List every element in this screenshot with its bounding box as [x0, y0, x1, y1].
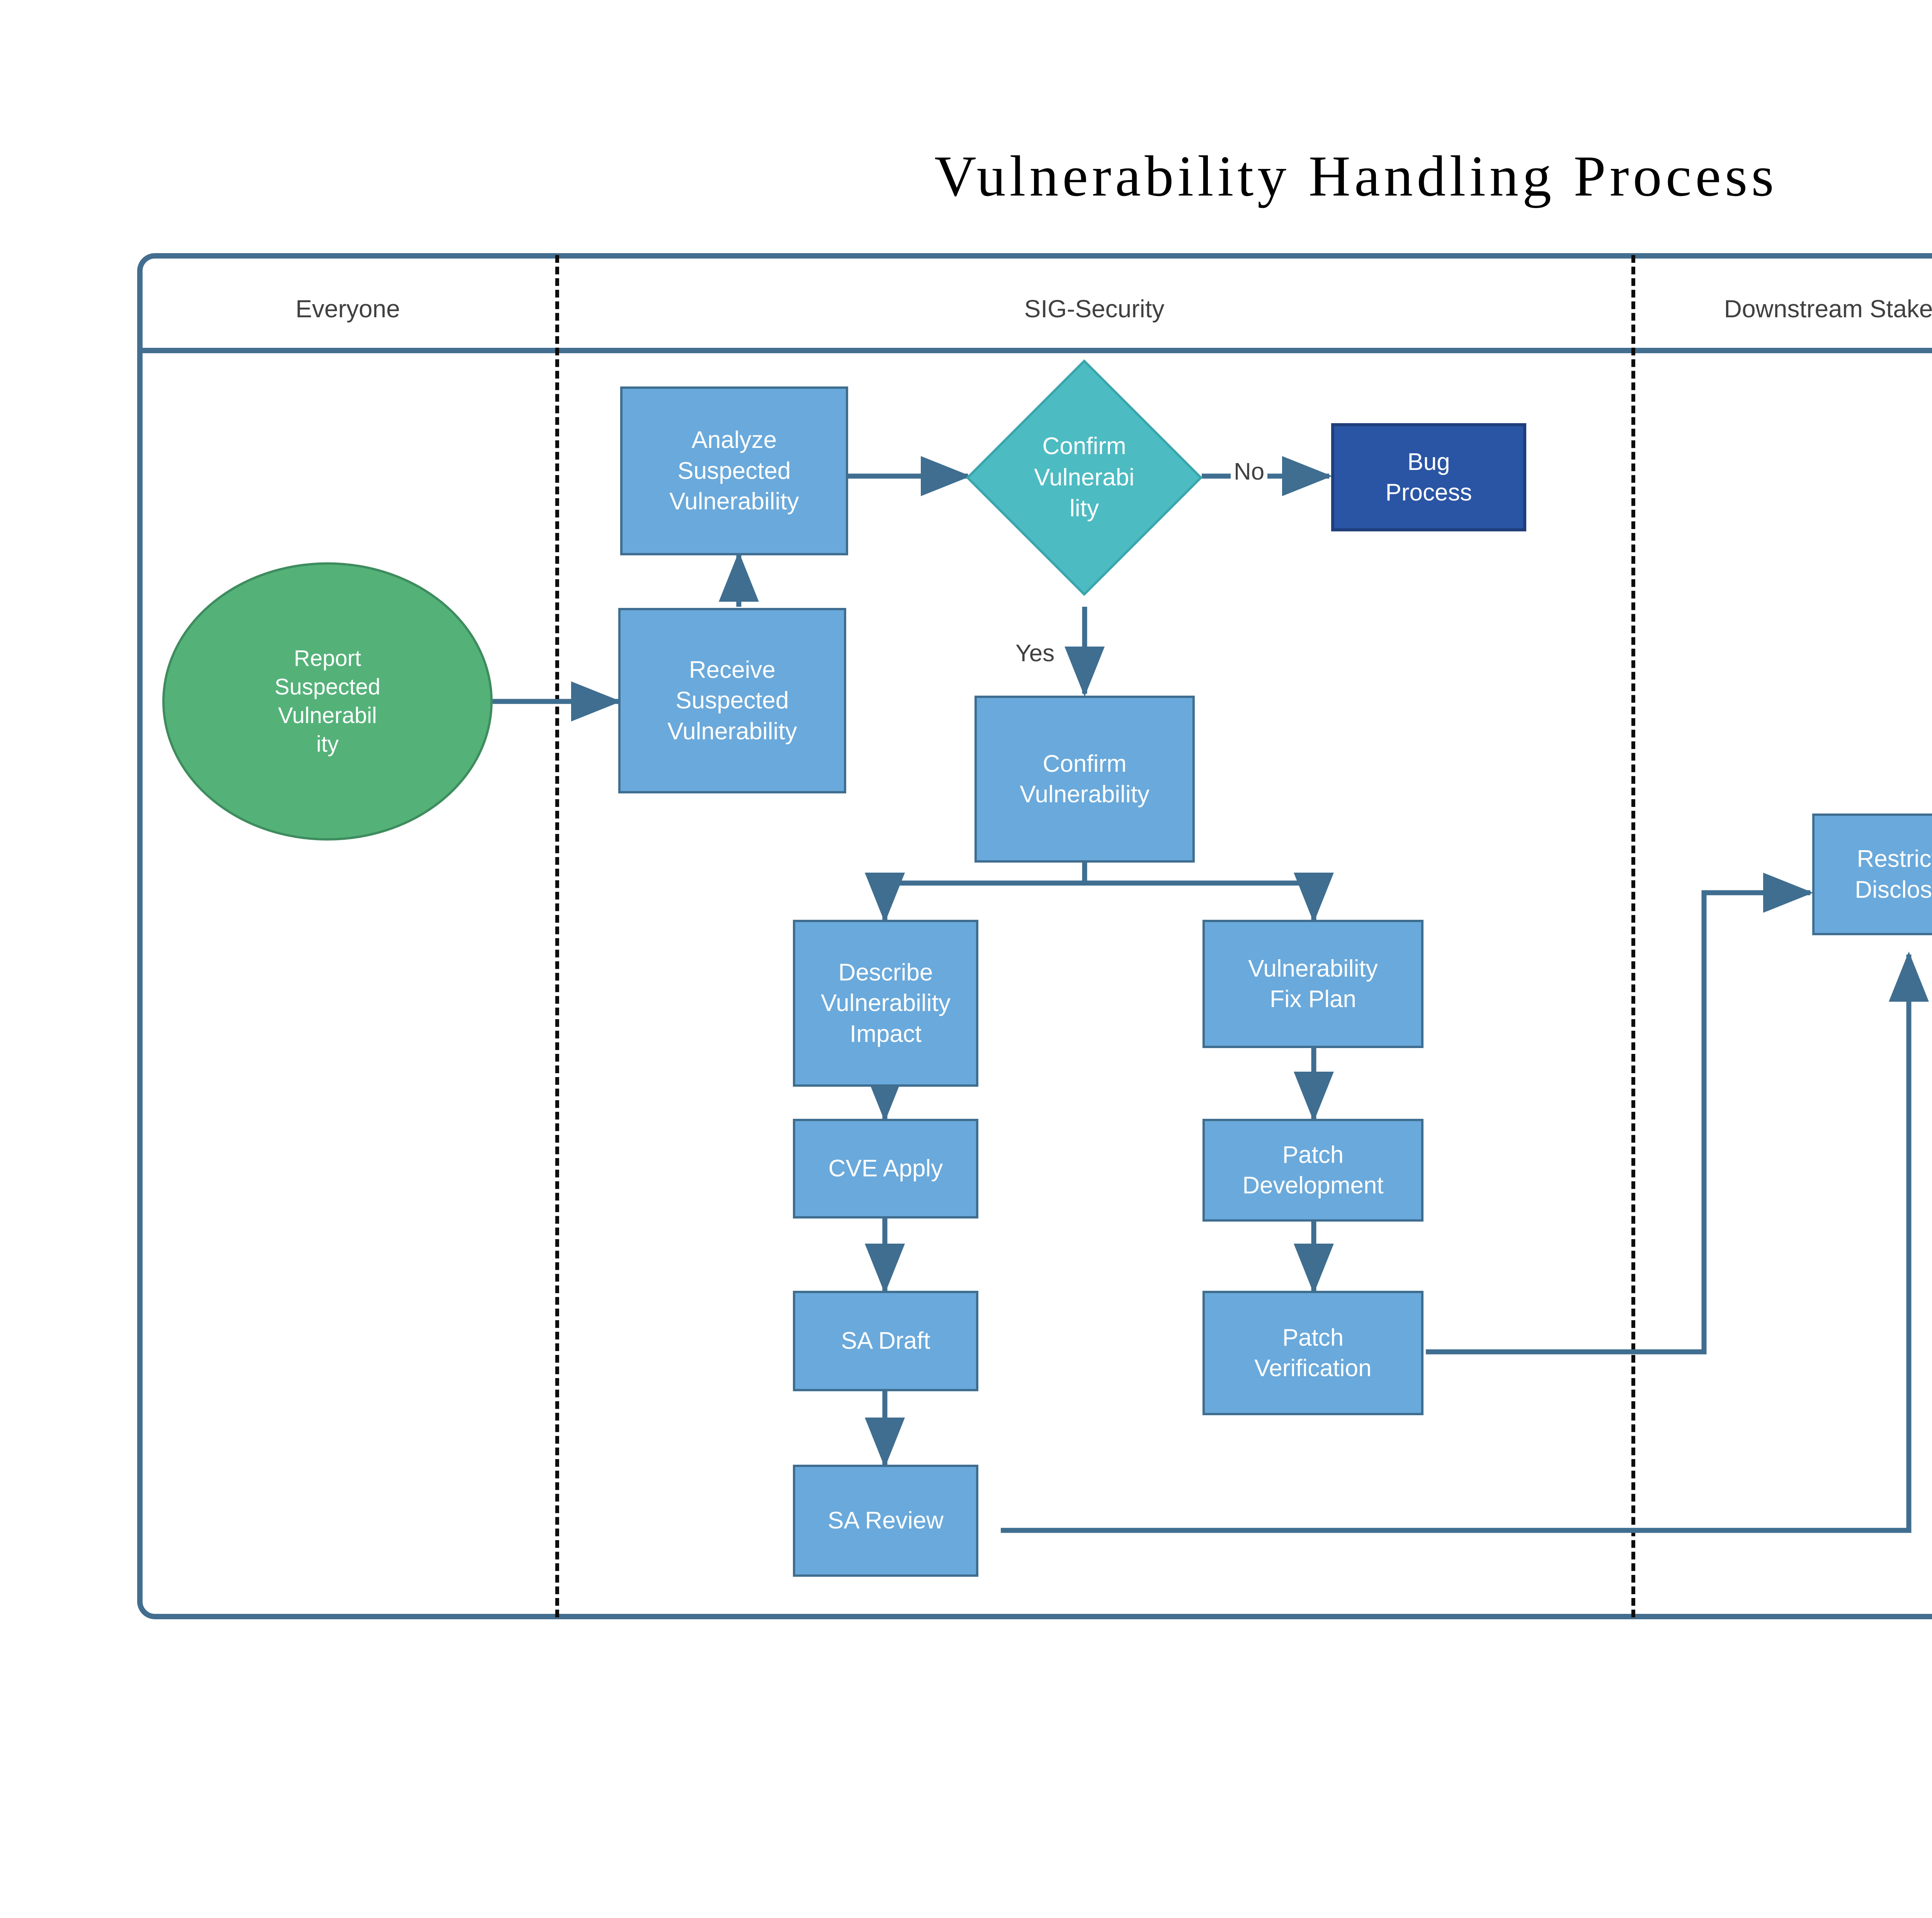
node-analyze-suspected-vulnerability[interactable]: Analyze Suspected Vulnerability	[620, 386, 848, 555]
edge-confirm-split-trunk	[885, 862, 1314, 886]
edge-label-yes: Yes	[1012, 640, 1058, 667]
lane-divider-2	[1631, 255, 1635, 1617]
lane-title-downstream-stakeholders: Downstream Stakeholders	[1724, 295, 1932, 323]
edge-label-no: No	[1231, 458, 1268, 485]
node-bug-process[interactable]: Bug Process	[1331, 423, 1526, 531]
node-patch-verification[interactable]: Patch Verification	[1202, 1291, 1423, 1415]
node-report-suspected-vulnerability[interactable]: Report Suspected Vulnerabil ity	[162, 562, 493, 841]
edge-sareview-to-restricted	[1001, 951, 1929, 1533]
node-sa-review[interactable]: SA Review	[793, 1465, 978, 1577]
node-receive-suspected-vulnerability[interactable]: Receive Suspected Vulnerability	[618, 608, 846, 793]
node-patch-development[interactable]: Patch Development	[1202, 1119, 1423, 1222]
node-sa-draft[interactable]: SA Draft	[793, 1291, 978, 1391]
page-title: Vulnerability Handling Process	[934, 144, 1778, 208]
lane-header-divider	[137, 348, 1932, 353]
node-confirm-vulnerability-decision-label: Confirm Vulnerabi lity	[1034, 433, 1134, 522]
node-confirm-vulnerability-decision[interactable]: Confirm Vulnerabi lity	[966, 359, 1202, 596]
node-restricted-disclosure[interactable]: Restricted Disclosure	[1812, 813, 1932, 935]
decision-diamond-shape	[966, 359, 1202, 596]
lane-title-everyone-left: Everyone	[295, 295, 400, 323]
node-cve-apply[interactable]: CVE Apply	[793, 1119, 978, 1219]
node-describe-vulnerability-impact[interactable]: Describe Vulnerability Impact	[793, 920, 978, 1087]
edge-patchver-to-restricted	[1426, 873, 1813, 1355]
node-confirm-vulnerability[interactable]: Confirm Vulnerability	[975, 696, 1195, 863]
lane-divider-1	[555, 255, 559, 1617]
node-vulnerability-fix-plan[interactable]: Vulnerability Fix Plan	[1202, 920, 1423, 1048]
lane-title-sig-security: SIG-Security	[1024, 295, 1165, 323]
